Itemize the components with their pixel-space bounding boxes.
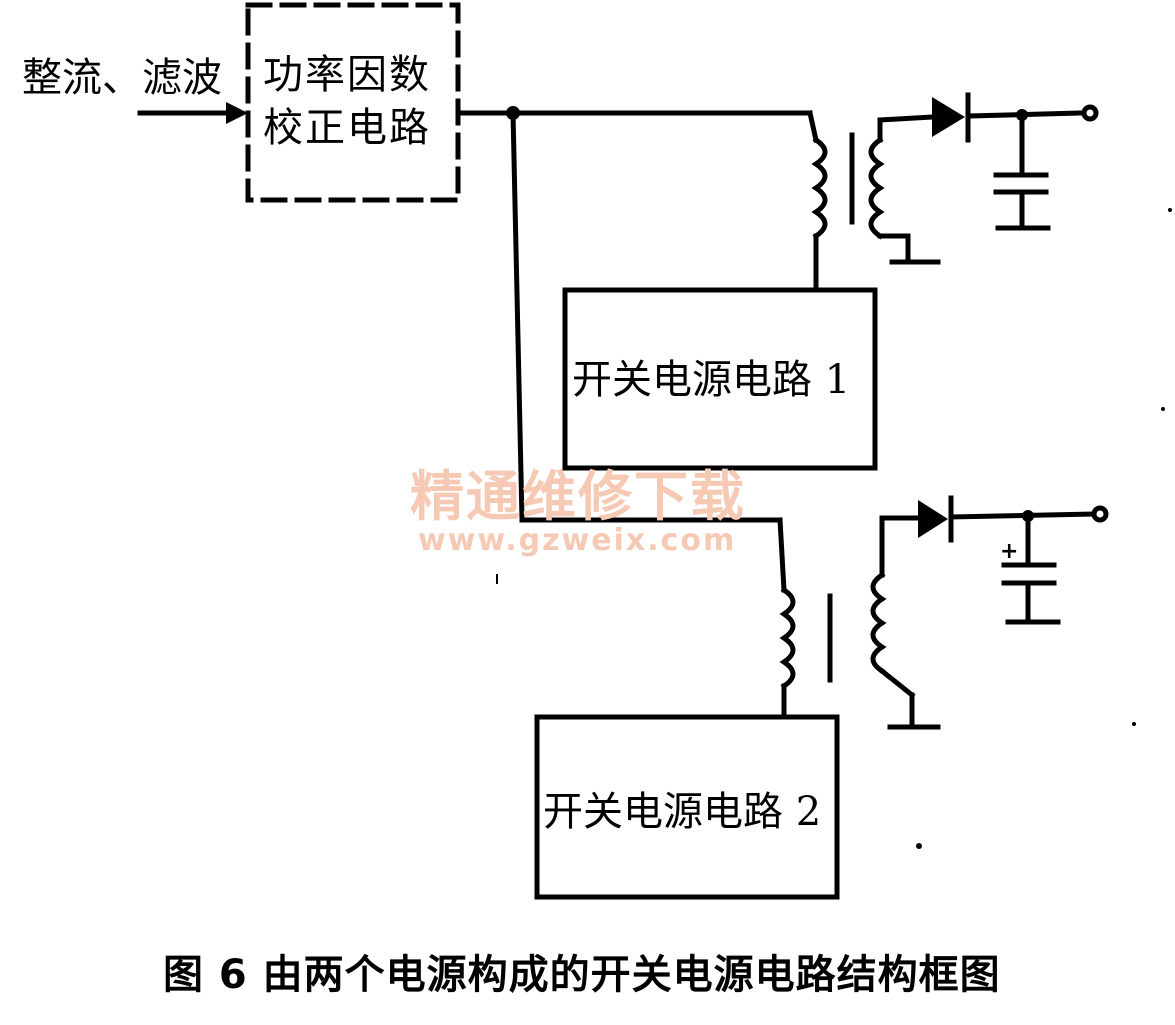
smps1-label: 开关电源电路 1 xyxy=(572,357,851,403)
smps2-box xyxy=(534,714,840,900)
output-terminal-1 xyxy=(1081,104,1099,122)
input-arrow xyxy=(137,102,248,124)
pfc-block-border xyxy=(245,2,461,203)
transformer-1 xyxy=(807,110,941,293)
output-stage-1 xyxy=(877,92,1099,231)
input-label: 整流、滤波 xyxy=(22,55,222,101)
smps2-label: 开关电源电路 2 xyxy=(543,789,822,835)
figure-caption: 图 6 由两个电源构成的开关电源电路结构框图 xyxy=(163,952,1001,998)
diode-2 xyxy=(918,500,948,538)
main-bus xyxy=(455,106,813,523)
smps1-box xyxy=(562,287,878,471)
pfc-block-label-line1: 功率因数 xyxy=(263,52,431,98)
diode-1 xyxy=(932,97,965,137)
output-stage-2 xyxy=(879,495,1109,625)
capacitor-polarity-mark: + xyxy=(1000,539,1018,564)
scan-specks xyxy=(496,208,1172,849)
output-terminal-2 xyxy=(1091,505,1109,523)
transformer-2 xyxy=(777,515,941,730)
pfc-block-label-line2: 校正电路 xyxy=(263,105,431,151)
watermark-chinese: 精通维修下载 xyxy=(410,465,746,528)
watermark-url: www.gzweix.com xyxy=(418,523,737,558)
